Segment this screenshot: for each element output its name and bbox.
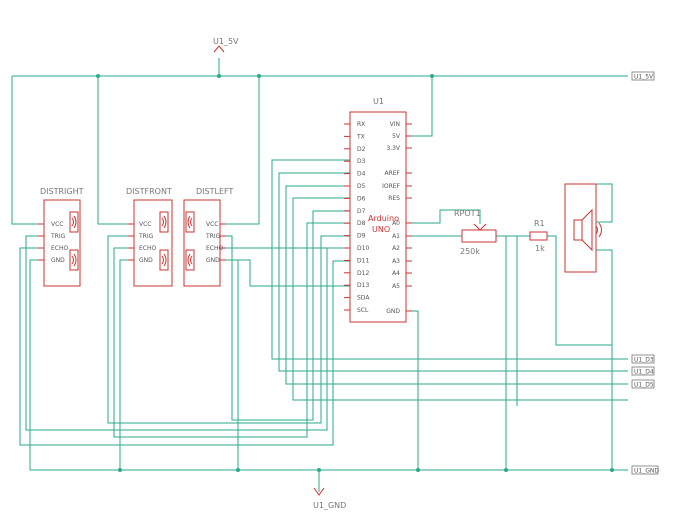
wires — [11, 58, 628, 492]
arduino-pin-label: D13 — [357, 282, 369, 289]
arduino-pin-label: A3 — [392, 258, 400, 265]
svg-text:U1_5V: U1_5V — [634, 74, 654, 81]
net-label-gnd: U1_GND — [631, 465, 659, 475]
arduino-pin-label: A5 — [392, 283, 400, 290]
svg-text:U1_D3: U1_D3 — [634, 357, 654, 364]
svg-text:VCC: VCC — [139, 221, 151, 228]
svg-text:U1_GND: U1_GND — [634, 468, 659, 475]
arduino-pin-label: VIN — [390, 121, 400, 128]
svg-text:VCC: VCC — [51, 221, 63, 228]
arduino-pin-label: SCL — [357, 307, 369, 314]
arduino-pin-label: A2 — [392, 245, 400, 252]
svg-text:DISTRIGHT: DISTRIGHT — [40, 187, 84, 196]
arduino-pin-label: 5V — [392, 133, 401, 140]
svg-text:ECHO: ECHO — [51, 245, 68, 252]
arduino-pin-label: A4 — [392, 270, 400, 277]
svg-text:DISTLEFT: DISTLEFT — [196, 187, 233, 196]
sensor-distfront[interactable]: DISTFRONT VCC TRIG ECHO GND — [126, 187, 173, 287]
resistor-value: 1k — [535, 244, 545, 253]
resistor-ref: R1 — [534, 219, 545, 228]
pot-value: 250k — [460, 247, 480, 256]
resistor-r1[interactable]: R1 1k — [529, 219, 548, 253]
arduino-pin-label: D3 — [357, 158, 366, 165]
arduino-pin-label: D8 — [357, 220, 366, 227]
svg-text:GND: GND — [139, 257, 153, 264]
arduino-ref: U1 — [373, 97, 384, 106]
vcc-symbol: U1_5V — [213, 37, 239, 53]
svg-text:TRIG: TRIG — [138, 233, 154, 240]
arduino-pin-label: D11 — [357, 257, 369, 264]
net-labels: U1_5V U1_D3 U1_D4 U1_D5 U1_GND — [631, 71, 659, 475]
sound-wave-icon — [595, 222, 602, 238]
arduino-pin-label: RX — [357, 121, 365, 128]
arduino-name-2: UNO — [372, 225, 390, 234]
arduino-pin-label: D4 — [357, 171, 366, 178]
net-label-d4: U1_D4 — [631, 366, 655, 376]
speaker[interactable] — [564, 183, 602, 273]
arduino-pin-label: GND — [386, 308, 400, 315]
sensor-distleft[interactable]: DISTLEFT VCC TRIG ECHO GND — [183, 187, 233, 287]
arduino-pin-label: TX — [356, 133, 365, 140]
arduino-pin-label: D10 — [357, 245, 369, 252]
junctions — [96, 74, 614, 472]
sensor-distright[interactable]: DISTRIGHT VCC TRIG ECHO GND — [38, 187, 84, 287]
svg-text:DISTFRONT: DISTFRONT — [126, 187, 172, 196]
net-label-d5: U1_D5 — [631, 379, 655, 389]
arduino-pin-label: D2 — [357, 146, 366, 153]
arduino-pin-label: SDA — [357, 295, 370, 302]
svg-text:ECHO: ECHO — [139, 245, 156, 252]
arduino-pin-label: D12 — [357, 270, 369, 277]
gnd-label: U1_GND — [313, 501, 346, 510]
arduino-pin-label: D7 — [357, 208, 366, 215]
svg-text:TRIG: TRIG — [205, 233, 221, 240]
svg-text:GND: GND — [206, 257, 220, 264]
potentiometer-rpot1[interactable]: RPOT1 250k — [454, 209, 497, 256]
net-label-5v: U1_5V — [631, 71, 655, 81]
pot-ref: RPOT1 — [454, 209, 481, 218]
vcc-label: U1_5V — [213, 37, 239, 46]
svg-text:TRIG: TRIG — [50, 233, 66, 240]
svg-text:ECHO: ECHO — [206, 245, 223, 252]
svg-text:U1_D5: U1_D5 — [634, 382, 654, 389]
arduino-pin-label: IOREF — [382, 183, 400, 190]
net-label-d3: U1_D3 — [631, 354, 655, 364]
arduino-pin-label: D6 — [357, 195, 366, 202]
svg-text:U1_D4: U1_D4 — [634, 369, 654, 376]
svg-text:GND: GND — [51, 257, 65, 264]
arduino-pin-label: A0 — [392, 220, 400, 227]
arduino-pin-label: RES — [388, 195, 400, 202]
arduino-pin-label: D9 — [357, 233, 366, 240]
arduino-name-1: Arduino — [368, 214, 399, 223]
arduino-pin-label: AREF — [384, 170, 400, 177]
arduino-pin-label: 3.3V — [386, 145, 401, 152]
gnd-symbol: U1_GND — [313, 487, 346, 510]
arduino-pin-label: D5 — [357, 183, 366, 190]
arduino-uno[interactable]: U1 Arduino UNO RX TX D2D3D4D5D6D7D8D9D10D1… — [344, 97, 412, 323]
arduino-pin-label: A1 — [392, 233, 400, 240]
svg-text:VCC: VCC — [206, 221, 218, 228]
